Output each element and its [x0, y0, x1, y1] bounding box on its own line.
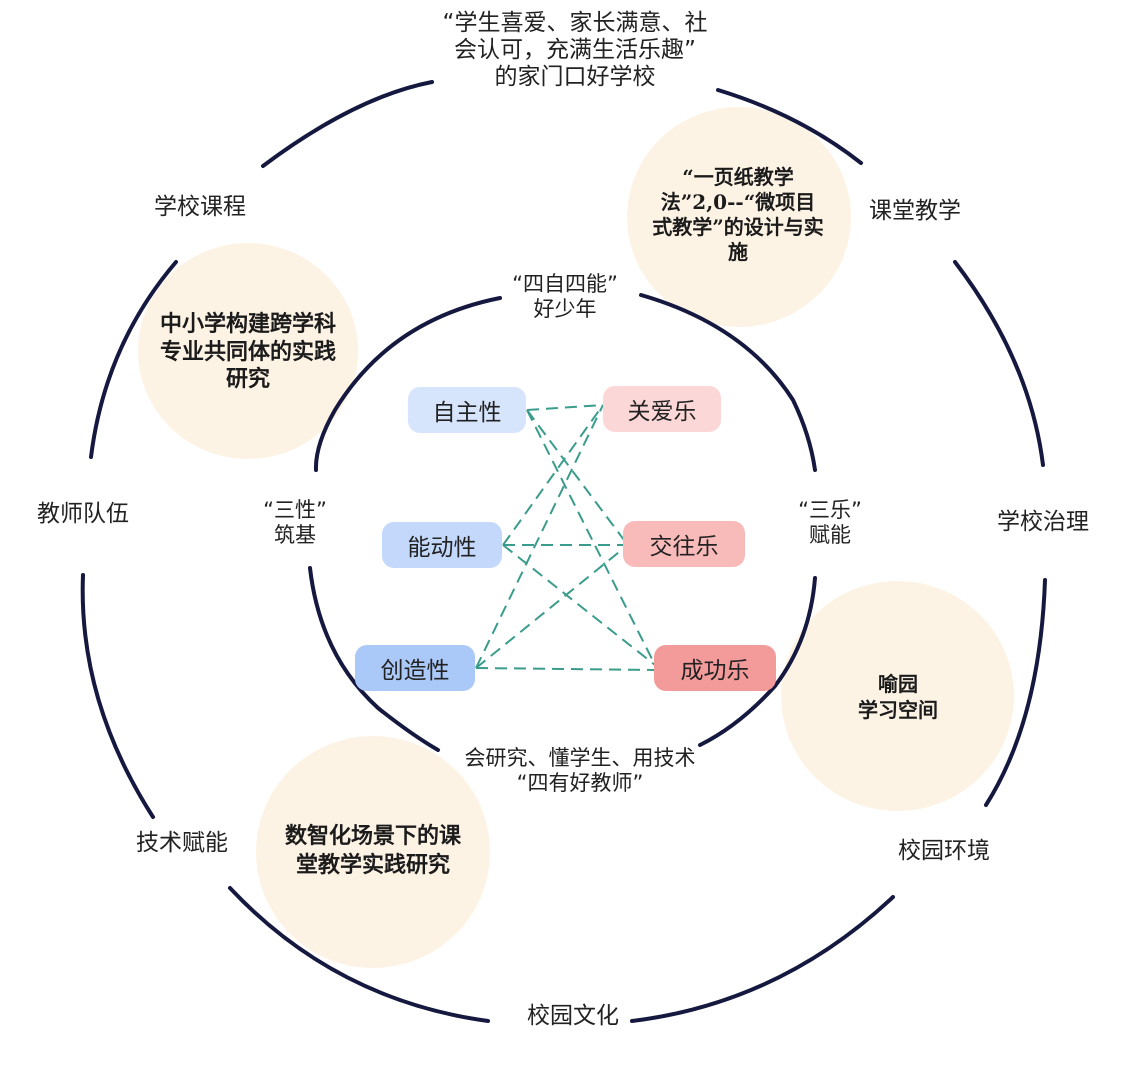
connector-line — [475, 667, 656, 671]
outer-ring-arc — [261, 80, 434, 168]
highlight-digital: 数智化场景下的课 堂教学实践研究 — [284, 823, 461, 878]
outer-label-course: 学校课程 — [154, 194, 246, 220]
outer-ring-arc — [89, 260, 178, 459]
outer-ring-arc — [80, 573, 155, 819]
connector-line — [526, 409, 625, 541]
outer-ring-arc — [716, 88, 863, 165]
inner-ring — [308, 293, 817, 752]
connector-line — [526, 409, 656, 666]
connector-line — [502, 404, 604, 546]
inner-ring-arc — [313, 296, 502, 472]
nature-pill-agency: 能动性 — [382, 522, 502, 568]
outer-label-tech: 技术赋能 — [136, 830, 228, 856]
highlight-blob-community — [138, 243, 358, 459]
school-goal-text: “学生喜爱、家长满意、社 会认可，充满生活乐趣” 的家门口好学校 — [442, 10, 708, 91]
outer-ring-arc — [953, 260, 1045, 467]
outer-label-governance: 学校治理 — [997, 509, 1089, 535]
highlight-blob-teaching — [627, 107, 851, 327]
inner-ring-arc — [639, 293, 817, 472]
joy-pill-social: 交往乐 — [623, 521, 745, 567]
connector-lines — [475, 404, 656, 671]
nature-pill-creativity: 创造性 — [355, 645, 475, 691]
joy-pill-caring: 关爱乐 — [603, 386, 721, 432]
highlight-teaching-method: “一页纸教学 法”2,0--“微项目 式教学”的设计与实 施 — [652, 165, 824, 264]
outer-ring — [80, 80, 1047, 1023]
outer-label-culture: 校园文化 — [527, 1003, 619, 1029]
connector-line — [526, 404, 604, 411]
highlight-space: 喻园 学习空间 — [858, 672, 938, 722]
highlight-blob-digital — [256, 736, 490, 968]
outer-label-teachers: 教师队伍 — [37, 501, 129, 527]
connector-line — [475, 404, 604, 669]
connector-line — [475, 547, 625, 669]
joy-pill-success: 成功乐 — [654, 645, 776, 691]
outer-ring-arc — [228, 886, 490, 1023]
inner-label-right: “三乐” 赋能 — [798, 498, 862, 547]
outer-ring-arc — [630, 895, 895, 1023]
connector-line — [502, 544, 656, 666]
outer-label-environment: 校园环境 — [898, 838, 990, 864]
inner-label-top: “四自四能” 好少年 — [512, 272, 618, 321]
inner-label-bottom: 会研究、懂学生、用技术 “四有好教师” — [464, 746, 696, 795]
nature-pill-autonomy: 自主性 — [408, 387, 526, 433]
outer-label-teaching: 课堂教学 — [869, 198, 961, 224]
highlight-community: 中小学构建跨学科 专业共同体的实践 研究 — [159, 311, 336, 392]
outer-ring-arc — [984, 578, 1047, 807]
inner-label-left: “三性” 筑基 — [263, 498, 327, 547]
highlight-blob-space — [781, 581, 1014, 811]
inner-ring-arc — [698, 576, 817, 747]
inner-ring-arc — [308, 566, 440, 752]
